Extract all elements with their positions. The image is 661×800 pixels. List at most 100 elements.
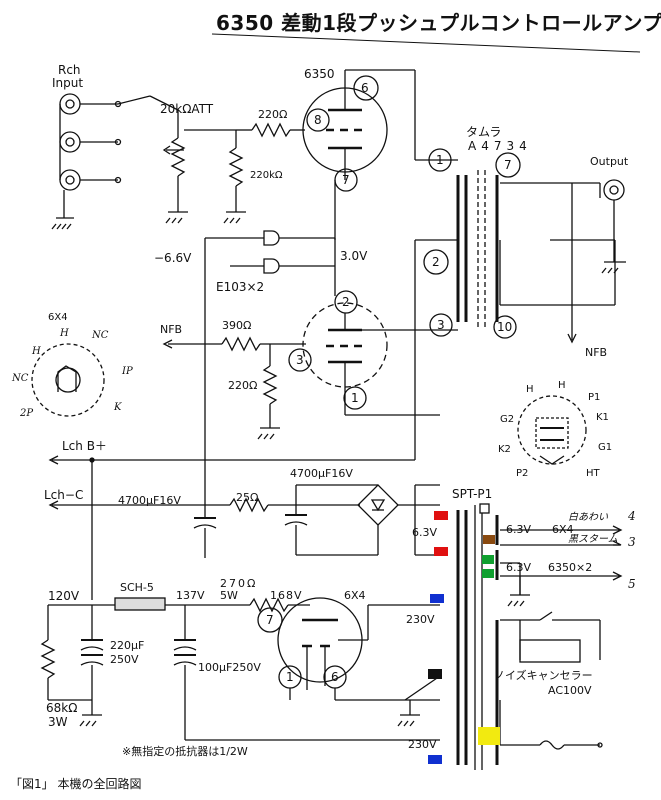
pinout-6350-p2: P2 — [516, 468, 529, 479]
r-68k-w-label: 3W — [48, 715, 68, 729]
pinout-6350-k1: K1 — [596, 412, 609, 423]
nfb-network — [162, 336, 306, 440]
cap-4700-2-label: 4700μF16V — [118, 494, 181, 507]
heater-wire-1: 白あわい — [568, 512, 608, 523]
heater-num-1: 4 — [628, 509, 636, 523]
pinout-6x4-name: 6X4 — [48, 312, 68, 323]
ot-name: タムラ — [466, 125, 502, 139]
pinout-6350-h1: H — [526, 384, 534, 395]
v63b-label: 6.3V — [506, 523, 532, 536]
pinout-6350-h2: H — [558, 380, 566, 391]
wire-tag-green-2 — [482, 569, 494, 578]
rect-pin6: 6 — [331, 670, 339, 684]
pinout-6x4-pin-2p: 2P — [20, 408, 34, 419]
bias-pos-label: 3.0V — [340, 249, 368, 263]
wire-tag-blue-2 — [428, 755, 442, 764]
heater-num-2: 3 — [628, 535, 636, 549]
input-label-2: Input — [52, 76, 84, 90]
pinout-6350-k2: K2 — [498, 444, 511, 455]
cap-220-label: 220μF — [110, 639, 145, 652]
pinout-6x4-drawing — [31, 343, 105, 417]
pinout-6x4-pin-h2: H — [32, 346, 41, 357]
r-sch-w-label: 5W — [220, 589, 238, 602]
bias-neg-label: −6.6V — [154, 251, 192, 265]
caption-label: 「図1」 本機の全回路図 — [10, 777, 142, 791]
supply-rails — [48, 455, 415, 600]
noise-canceller-label: ノイズキャンセラー — [494, 669, 593, 682]
att-label: 20kΩATT — [160, 102, 214, 116]
pinout-6350-g2: G2 — [500, 414, 515, 425]
input-jacks — [51, 93, 151, 230]
rect-pin7: 7 — [266, 613, 274, 627]
pinout-6x4-pin-nc2: NC — [12, 373, 29, 384]
ac-label: AC100V — [548, 684, 592, 697]
page-title: 6350 差動1段プッシュプルコントロールアンプ — [216, 11, 661, 35]
cap-220-v-label: 250V — [110, 653, 139, 666]
tube-top-pin-grid: 8 — [314, 113, 322, 127]
wire-tag-yellow — [478, 727, 500, 745]
ot-pin10: 10 — [497, 320, 513, 334]
wire-tag-blue-1 — [430, 594, 444, 603]
rectifier-section — [40, 597, 441, 741]
wire-tag-green-1 — [482, 555, 494, 564]
v63c-label: 6.3V — [506, 561, 532, 574]
ot-pin7: 7 — [504, 158, 512, 172]
nfb-out-label: NFB — [585, 346, 608, 359]
pinout-6x4-pin-k: K — [114, 402, 122, 413]
r-68k-label: 68kΩ — [46, 701, 78, 715]
bias-leds — [204, 230, 336, 505]
r-nfb-shunt-label: 220Ω — [228, 379, 258, 392]
v137-label: 137V — [176, 589, 205, 602]
ot-pin1: 1 — [436, 153, 444, 167]
v230a-label: 230V — [406, 613, 435, 626]
v63a-label: 6.3V — [412, 526, 438, 539]
choke-label: SCH-5 — [120, 581, 154, 594]
b-plus-label: Lch B＋ — [62, 439, 107, 453]
heater-num-3: 5 — [628, 577, 636, 591]
tube-bottom — [288, 290, 440, 416]
pinout-6x4-pin-ip: IP — [122, 366, 133, 377]
v230b-label: 230V — [408, 738, 437, 751]
wire-tag-red-2 — [434, 547, 448, 556]
led-label: E103×2 — [216, 280, 265, 294]
input-label-1: Rch — [58, 63, 81, 77]
bridge-rectifier — [357, 484, 440, 556]
r-grid-label: 220Ω — [258, 108, 288, 121]
pinout-6350-drawing — [517, 395, 587, 465]
tx-6350-label: 6350×2 — [548, 561, 593, 574]
tube-bottom-pin-cathode: 1 — [351, 391, 359, 405]
rect-pin1: 1 — [286, 670, 294, 684]
pinout-6x4-pin-nc1: NC — [92, 330, 109, 341]
tube-top-pin-top: 6 — [361, 81, 369, 95]
ot-pin3: 3 — [437, 318, 445, 332]
cap-4700-1-label: 4700μF16V — [290, 467, 353, 480]
wire-tag-black — [428, 669, 442, 679]
r-nfb-label: 390Ω — [222, 319, 252, 332]
spt-label: SPT-P1 — [452, 487, 493, 501]
pinout-6350-g1: G1 — [598, 442, 613, 453]
r-leak-label: 220kΩ — [250, 170, 283, 181]
r-sch-label: 270Ω — [220, 577, 258, 590]
tube-bottom-pin-grid: 3 — [296, 353, 304, 367]
tx-6x4-label: 6X4 — [552, 523, 574, 536]
ot-model: A4734 — [468, 139, 532, 153]
note-label: ※無指定の抵抗器は1/2W — [122, 745, 248, 758]
output-transformer — [414, 148, 626, 460]
nfb-in-label: NFB — [160, 323, 183, 336]
output-label: Output — [590, 155, 629, 168]
wire-tag-red-1 — [434, 511, 448, 520]
tube-top — [302, 69, 416, 240]
att-pot — [149, 95, 236, 224]
tube-bottom-pin-plate: 2 — [342, 295, 350, 309]
tube-top-pin-cathode: 7 — [342, 173, 350, 187]
v120-label: 120V — [48, 589, 80, 603]
rectifier-name: 6X4 — [344, 589, 366, 602]
c-minus-label: Lch−C — [44, 488, 84, 502]
cap-100-label: 100μF250V — [198, 661, 261, 674]
pinout-6350-p1: P1 — [588, 392, 601, 403]
tube-top-name: 6350 — [304, 67, 335, 81]
pinout-6350-ht: HT — [586, 468, 600, 479]
ot-pin2: 2 — [432, 255, 440, 269]
